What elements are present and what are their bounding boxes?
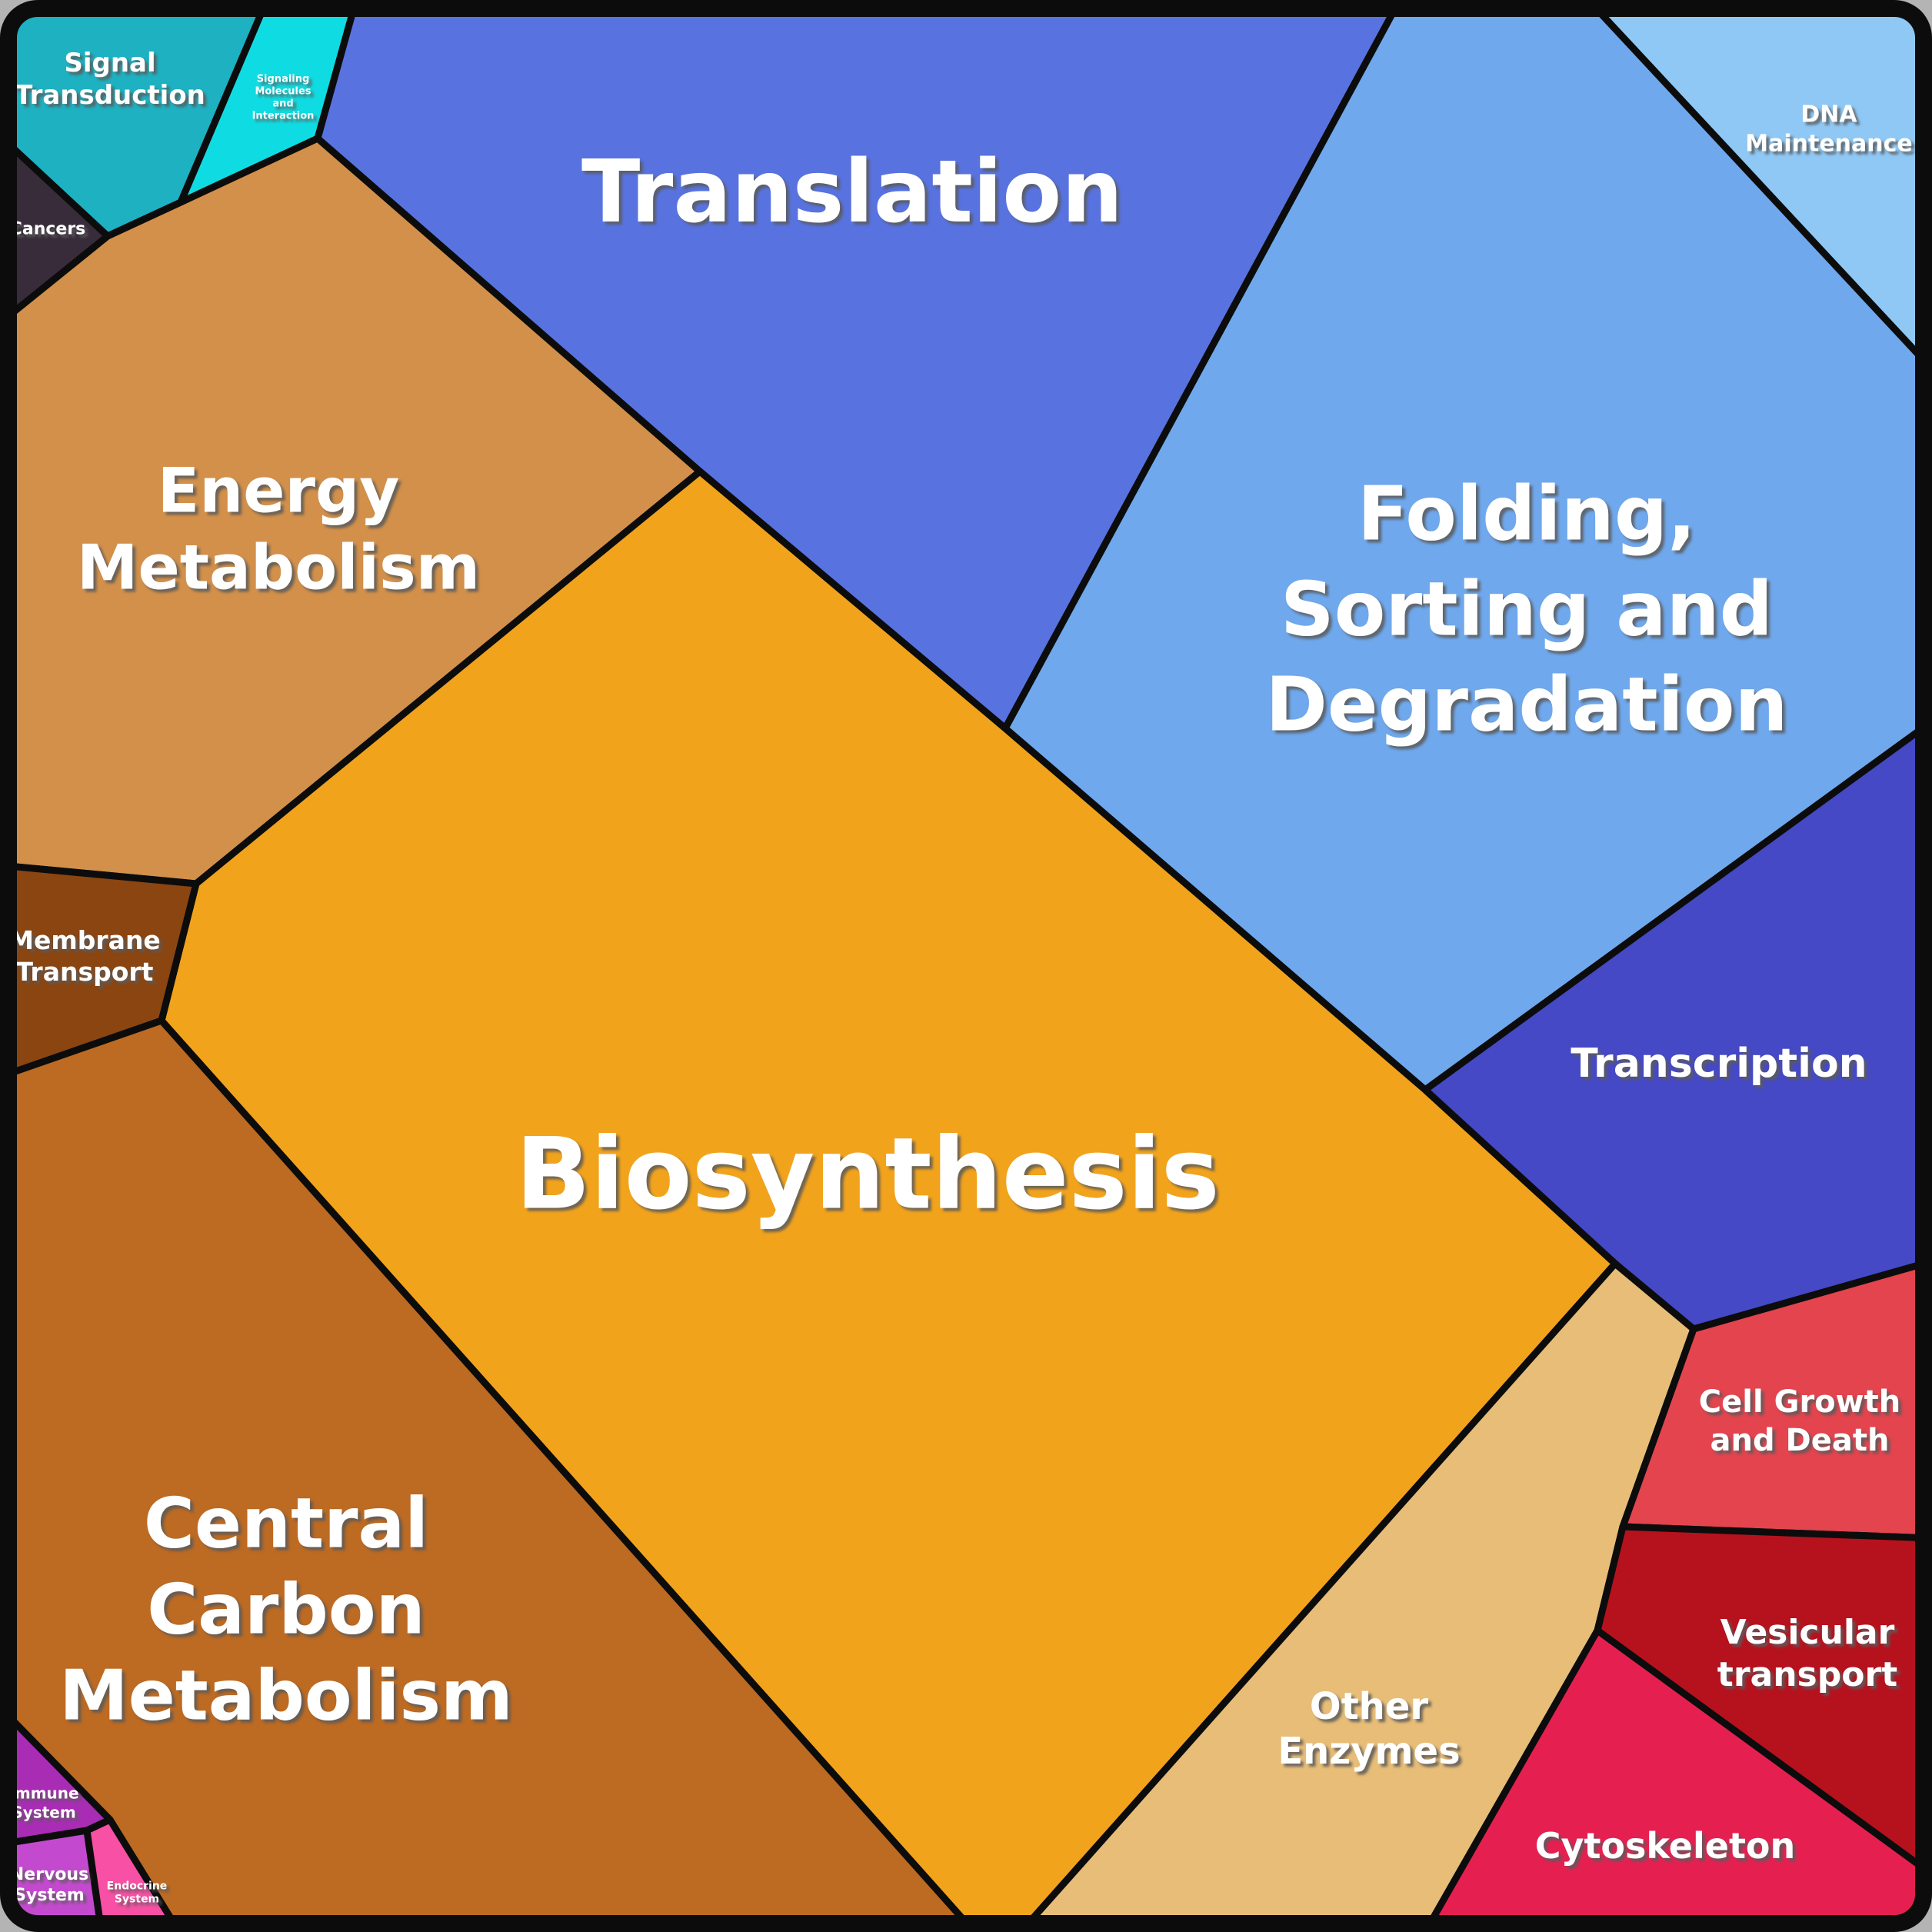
region-endocrine-system[interactable]	[83, 1816, 183, 1932]
region-vesicular-transport[interactable]	[1594, 1523, 1932, 1878]
region-cell-growth-and-death[interactable]	[1619, 1257, 1932, 1542]
region-cytoskeleton[interactable]	[1421, 1627, 1932, 1932]
region-central-carbon-metabolism[interactable]	[0, 1017, 978, 1932]
region-nervous-system[interactable]	[0, 1827, 105, 1932]
